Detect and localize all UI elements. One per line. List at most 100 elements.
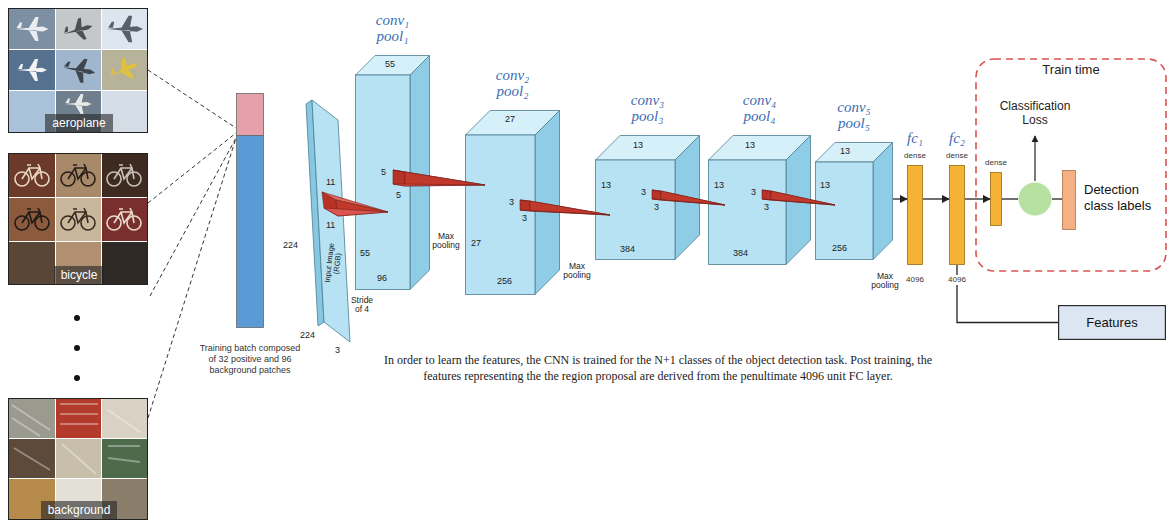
dimension-label: 224 <box>300 330 315 341</box>
ellipsis-dots <box>150 138 236 296</box>
dimension-label: 13 <box>745 140 755 151</box>
conv-kernel-pyramids <box>762 190 835 205</box>
text-holder: Detection class labels <box>1084 182 1160 213</box>
text-holder: 4096 <box>900 268 930 286</box>
conv-volume: conv₄ pool₄ <box>708 135 811 265</box>
connector-arrow <box>893 198 907 199</box>
node-label: aeroplane <box>45 114 112 133</box>
dimension-label: 384 <box>733 248 748 259</box>
loss-circle <box>1019 183 1052 216</box>
dimension-label: 3 <box>509 197 514 208</box>
label-holder: 3 <box>335 345 340 356</box>
connector-line <box>957 265 1058 323</box>
fc-layer-outline <box>907 165 923 265</box>
text-holder: bicycle <box>9 265 149 285</box>
ellipsis-dots <box>74 375 80 381</box>
image-grid: background <box>8 398 148 520</box>
layer-bar <box>908 166 923 265</box>
fc-layer: fc₂dense4096 <box>949 165 965 265</box>
dimension-label: 13 <box>714 180 724 191</box>
layer-bar <box>950 166 965 265</box>
cube-side <box>786 136 811 265</box>
aeroplane-photos <box>9 9 55 49</box>
background-photos <box>12 404 140 474</box>
label-holder: 256 <box>497 276 512 287</box>
cube-front <box>356 75 411 290</box>
aeroplane-photos <box>102 9 147 49</box>
node-label: Classification Loss <box>990 100 1080 128</box>
dense-layer: dense <box>990 172 1002 226</box>
ellipsis-dots <box>74 315 80 321</box>
node-sublabel: dense <box>900 151 930 161</box>
conv-kernel-pyramids <box>520 200 610 215</box>
connector-line <box>148 70 236 128</box>
label-holder: 13 <box>840 146 850 157</box>
label-bar <box>1063 171 1076 230</box>
label-holder: 384 <box>620 244 635 255</box>
label-holder: 13 <box>633 140 643 151</box>
annotation: Max pooling <box>431 232 461 251</box>
label-holder: 384 <box>733 248 748 259</box>
loss-arrow <box>1034 136 1035 181</box>
conv-volume-outline <box>595 135 700 260</box>
cube-front <box>466 135 536 295</box>
text-holder: dense <box>981 158 1011 168</box>
label-holder: Stride of 4 <box>348 296 376 315</box>
conv-volume-outline <box>815 142 893 260</box>
dimension-label: 13 <box>820 180 830 191</box>
dimension-label: 3 <box>641 187 646 198</box>
label-holder: 27 <box>505 114 515 125</box>
label-holder: 11 <box>326 220 335 231</box>
label-holder: Max pooling <box>431 232 461 251</box>
label-holder: 3 <box>764 202 769 213</box>
text-holder: fc₂ <box>942 131 972 147</box>
node-label: conv₅ pool₅ <box>831 100 877 132</box>
connector-line <box>1002 198 1018 199</box>
aeroplane-photos <box>56 9 101 49</box>
text-holder: Train time <box>975 62 1167 78</box>
cube-top <box>466 111 560 136</box>
aeroplane-photos <box>17 59 47 81</box>
dimension-label: 384 <box>620 244 635 255</box>
node-label: conv₁ pool₁ <box>370 13 416 45</box>
text-holder: fc₁ <box>900 131 930 147</box>
dimension-label: 11 <box>326 177 335 188</box>
aeroplane-photos <box>56 50 101 90</box>
conv-volume: conv₃ pool₃ <box>595 135 700 260</box>
conv-kernel-pyramids <box>762 199 835 205</box>
node-label: background <box>41 501 118 520</box>
conv-kernel-pyramids <box>405 172 485 186</box>
text-holder: Input Image (RGB) <box>323 238 345 289</box>
text-holder: dense <box>942 151 972 161</box>
cube-front <box>709 160 787 265</box>
bicycle-photos <box>9 242 55 284</box>
annotation: Max pooling <box>868 272 902 291</box>
label-holder: 13 <box>601 180 611 191</box>
label-holder: 13 <box>714 180 724 191</box>
node-label: bicycle <box>54 266 105 285</box>
dimension-label: 3 <box>335 345 340 356</box>
dimension-label: 3 <box>522 213 527 224</box>
node-sublabel: dense <box>942 151 972 161</box>
bicycle-photos <box>107 208 141 230</box>
node-label: Features <box>1086 315 1137 331</box>
label-holder: 3 <box>751 187 756 198</box>
cube-top <box>356 56 430 76</box>
conv-volume-outline <box>708 135 811 265</box>
conv-kernel-pyramids <box>393 184 485 186</box>
label-holder: 5 <box>396 190 401 201</box>
text-holder: conv₅ pool₅ <box>831 100 877 132</box>
label-holder: 3 <box>654 202 659 213</box>
text-holder: conv₃ pool₃ <box>625 93 671 125</box>
loss-node: Classification Loss <box>1018 182 1052 216</box>
node-label: fc₂ <box>942 131 972 147</box>
loss-node-outline <box>1018 182 1052 216</box>
label-holder: 55 <box>385 59 395 70</box>
background-photos <box>9 399 147 519</box>
conv-kernel-pyramids <box>661 191 725 205</box>
aeroplane-photos <box>61 55 98 85</box>
bicycle-photos <box>9 154 55 197</box>
conv-volume: conv₅ pool₅ <box>815 142 893 260</box>
